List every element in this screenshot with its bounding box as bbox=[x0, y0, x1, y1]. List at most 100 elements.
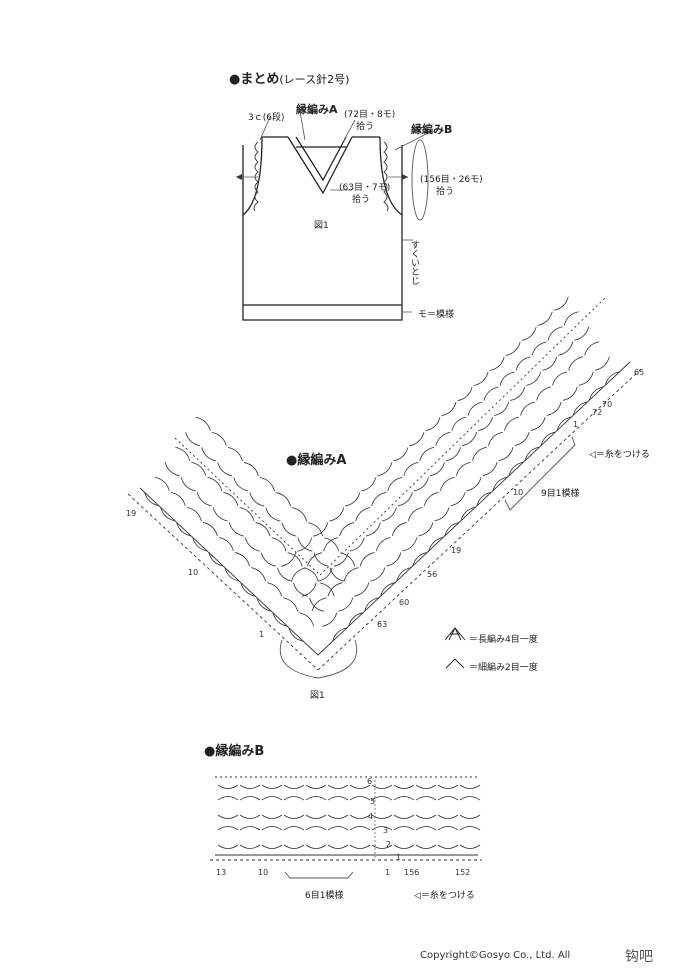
stitch-chain bbox=[327, 814, 349, 819]
stitch-chain bbox=[604, 371, 620, 386]
stitch-chain bbox=[547, 326, 563, 341]
stitch-chain bbox=[364, 597, 380, 612]
stitch-chain bbox=[233, 477, 249, 492]
edge-b-repeat-bracket bbox=[284, 871, 354, 879]
stitch-chain bbox=[418, 522, 434, 537]
stitch-chain bbox=[349, 844, 371, 849]
edge-b-num-13: 13 bbox=[216, 868, 227, 877]
summary-title-text: ●まとめ bbox=[229, 72, 280, 87]
stitch-chain bbox=[437, 826, 459, 831]
stitch-chain bbox=[375, 537, 391, 552]
stitch-chain bbox=[504, 416, 520, 431]
stitch-chain bbox=[299, 612, 315, 627]
stitch-chain bbox=[371, 796, 393, 801]
stitch-chain bbox=[371, 814, 393, 819]
stitch-chain bbox=[562, 386, 578, 401]
stitch-chain bbox=[563, 311, 579, 326]
stitch-chain bbox=[574, 326, 590, 341]
label-mo: モ＝模様 bbox=[418, 310, 455, 320]
stitch-chain bbox=[265, 507, 281, 522]
stitch-chain bbox=[223, 492, 239, 507]
stitch-chain bbox=[476, 491, 492, 506]
stitch-chain bbox=[260, 552, 276, 567]
stitch-chain bbox=[234, 552, 250, 567]
stitch-chain bbox=[287, 552, 303, 567]
edge-b-repeat-label: 6目1模様 bbox=[305, 891, 344, 901]
stitch-chain bbox=[415, 784, 437, 789]
stitch-chain bbox=[256, 597, 272, 612]
stitch-chain bbox=[415, 814, 437, 819]
stitch-chain bbox=[467, 401, 483, 416]
stitch-chain bbox=[489, 356, 505, 371]
edge-a-chart bbox=[127, 297, 641, 671]
stitch-chain bbox=[515, 356, 531, 371]
stitch-chain bbox=[340, 552, 356, 567]
stitch-chain bbox=[466, 477, 482, 492]
stitch-chain bbox=[499, 371, 515, 386]
edge-a-num-60: 60 bbox=[399, 598, 410, 607]
edge-a-fig-label: 図1 bbox=[310, 691, 325, 701]
stitch-chain bbox=[409, 432, 425, 447]
stitch-chain bbox=[185, 432, 201, 447]
pickup-ellipse bbox=[411, 139, 429, 221]
stitch-chain bbox=[261, 784, 283, 789]
stitch-chain bbox=[212, 507, 228, 522]
stitch-chain bbox=[556, 416, 572, 431]
stitch-chain bbox=[514, 431, 530, 446]
stitch-chain bbox=[354, 582, 370, 597]
stitch-chain bbox=[239, 784, 261, 789]
edge-b-row-3: 3 bbox=[383, 826, 389, 835]
stitch-chain bbox=[415, 826, 437, 831]
stitch-chain bbox=[349, 814, 371, 819]
edge-a-num-1-right: 1 bbox=[573, 420, 579, 429]
stitch-chain bbox=[333, 552, 349, 567]
stitch-chain bbox=[349, 784, 371, 789]
stitch-chain bbox=[578, 371, 594, 386]
stitch-chain bbox=[494, 401, 510, 416]
leader-lines bbox=[236, 111, 431, 313]
stitch-chain bbox=[308, 522, 324, 537]
stitch-chain bbox=[305, 796, 327, 801]
stitch-chain bbox=[584, 341, 600, 356]
stitch-chain bbox=[403, 461, 419, 476]
stitch-chain bbox=[144, 492, 160, 507]
stitch-chain bbox=[283, 826, 305, 831]
stitch-chain bbox=[192, 537, 208, 552]
stitch-chain bbox=[393, 844, 415, 849]
stitch-chain bbox=[423, 491, 439, 506]
stitch-chain bbox=[329, 567, 345, 582]
edge-b-stitch-rows bbox=[217, 784, 481, 849]
stitch-chain bbox=[305, 844, 327, 849]
stitch-chain bbox=[176, 522, 192, 537]
stitch-chain bbox=[239, 844, 261, 849]
summary-subtitle: (レース針2号) bbox=[279, 73, 350, 86]
stitch-chain bbox=[323, 537, 339, 552]
stitch-chain bbox=[381, 507, 397, 522]
stitch-chain bbox=[327, 844, 349, 849]
stitch-chain bbox=[239, 814, 261, 819]
stitch-chain bbox=[439, 476, 455, 491]
stitch-chain bbox=[305, 814, 327, 819]
stitch-chain bbox=[446, 447, 461, 462]
stitch-chain bbox=[319, 582, 335, 597]
stitch-chain bbox=[186, 507, 202, 522]
label-edge-b: 縁編みB bbox=[411, 123, 453, 136]
stitch-chain bbox=[483, 386, 499, 401]
stitch-chain bbox=[359, 552, 375, 567]
stitch-chain bbox=[415, 844, 437, 849]
stitch-chain bbox=[195, 416, 211, 431]
stitch-chain bbox=[455, 461, 471, 476]
stitch-chain bbox=[386, 552, 402, 567]
stitch-chain bbox=[261, 826, 283, 831]
stitch-chain bbox=[488, 431, 503, 446]
stitch-chain bbox=[305, 784, 327, 789]
stitch-chain bbox=[387, 477, 403, 492]
stitch-chain bbox=[371, 492, 387, 507]
edge-a-num-10-left: 10 bbox=[188, 568, 199, 577]
stitch-chain bbox=[307, 552, 323, 567]
stitch-chain bbox=[428, 537, 444, 552]
stitch-chain bbox=[217, 796, 239, 801]
stitch-chain bbox=[505, 341, 521, 356]
stitch-chain bbox=[244, 537, 260, 552]
